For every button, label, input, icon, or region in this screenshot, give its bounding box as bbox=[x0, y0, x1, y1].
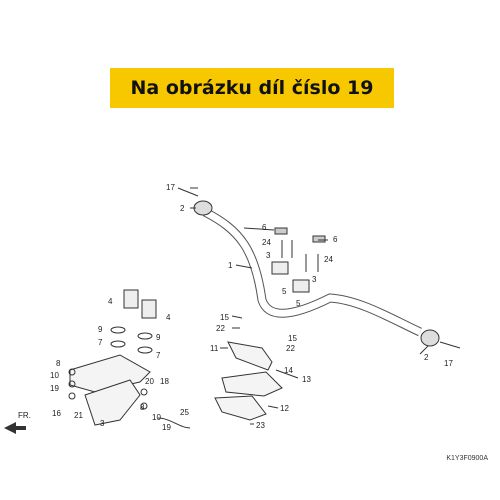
callout-7b: 7 bbox=[156, 351, 161, 360]
cable bbox=[157, 417, 191, 429]
callout-6: 6 bbox=[262, 223, 267, 232]
callout-5b: 5 bbox=[296, 299, 301, 308]
banner-text: Na obrázku díl číslo 19 bbox=[130, 77, 374, 99]
callout-10: 10 bbox=[50, 371, 59, 380]
callout-17b: 17 bbox=[444, 359, 453, 368]
callout-9: 9 bbox=[98, 325, 103, 334]
callout-11: 11 bbox=[210, 344, 219, 353]
lower-cover bbox=[214, 395, 267, 421]
callout-20: 20 bbox=[145, 377, 154, 386]
callout-13: 13 bbox=[302, 375, 311, 384]
callout-22: 22 bbox=[216, 324, 225, 333]
direction-label: FR. bbox=[18, 411, 31, 420]
callout-4b: 4 bbox=[166, 313, 171, 322]
lower-bracket bbox=[84, 379, 141, 426]
callout-12: 12 bbox=[280, 404, 289, 413]
callout-19b: 19 bbox=[162, 423, 171, 432]
riser-left bbox=[123, 289, 139, 309]
callout-25: 25 bbox=[180, 408, 189, 417]
callout-1: 1 bbox=[228, 261, 233, 270]
callout-15b: 15 bbox=[288, 334, 297, 343]
upper-holder-left bbox=[271, 261, 289, 275]
lever-holder bbox=[227, 341, 273, 371]
front-direction-arrow bbox=[4, 422, 26, 434]
callout-8: 8 bbox=[56, 359, 61, 368]
callout-22b: 22 bbox=[286, 344, 295, 353]
callout-23: 23 bbox=[256, 421, 265, 430]
callout-14: 14 bbox=[284, 366, 293, 375]
callout-24: 24 bbox=[262, 238, 271, 247]
callout-8b: 8 bbox=[140, 403, 145, 412]
riser-right bbox=[141, 299, 157, 319]
callout-19: 19 bbox=[50, 384, 59, 393]
meter-assembly bbox=[221, 371, 283, 397]
callout-5: 5 bbox=[282, 287, 287, 296]
callout-21: 21 bbox=[74, 411, 83, 420]
callout-10b: 10 bbox=[152, 413, 161, 422]
part-number-banner: Na obrázku díl číslo 19 bbox=[110, 68, 394, 108]
bar-end-weight-left bbox=[193, 200, 213, 216]
callout-6b: 6 bbox=[333, 235, 338, 244]
callout-2: 2 bbox=[180, 204, 185, 213]
upper-holder-right bbox=[292, 279, 310, 293]
callout-4: 4 bbox=[108, 297, 113, 306]
callout-18: 18 bbox=[160, 377, 169, 386]
callout-9b: 9 bbox=[156, 333, 161, 342]
callout-24b: 24 bbox=[324, 255, 333, 264]
callout-3c: 3 bbox=[100, 419, 105, 428]
callout-2b: 2 bbox=[424, 353, 429, 362]
callout-7: 7 bbox=[98, 338, 103, 347]
bar-end-weight-right bbox=[420, 329, 440, 347]
callout-3: 3 bbox=[266, 251, 271, 260]
diagram-code: K1Y3F0900A bbox=[446, 455, 488, 462]
callout-17: 17 bbox=[166, 183, 175, 192]
callout-16: 16 bbox=[52, 409, 61, 418]
callout-15: 15 bbox=[220, 313, 229, 322]
callout-3b: 3 bbox=[312, 275, 317, 284]
